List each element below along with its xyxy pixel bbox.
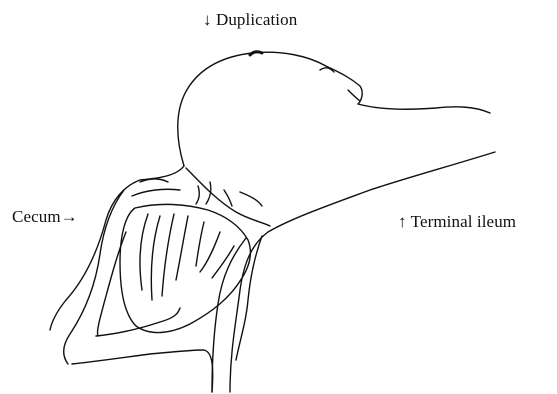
- cyst-neck-left: [50, 166, 184, 330]
- left-contour-outer: [64, 190, 124, 364]
- cecum-fold-3: [162, 214, 174, 296]
- cecum-fold-4: [176, 216, 188, 280]
- ileum-lower-edge: [230, 152, 495, 392]
- ileum-upper-edge: [358, 104, 490, 113]
- neck-fold-3: [196, 186, 199, 204]
- ileum-channel-left: [212, 238, 246, 392]
- left-contour-inner: [97, 232, 126, 336]
- duplication-cyst-outline: [178, 52, 362, 166]
- cecum-fold-6: [200, 232, 220, 272]
- cecum-fold-1: [140, 214, 148, 290]
- bottom-sweep: [72, 350, 213, 392]
- cecum-fold-2: [151, 216, 160, 300]
- neck-fold-4: [206, 182, 211, 204]
- cecum-fold-5: [196, 222, 204, 266]
- cyst-notch-inner: [348, 90, 360, 101]
- neck-fold-6: [240, 192, 262, 206]
- neck-fold-2: [132, 189, 180, 196]
- neck-fold-5: [224, 190, 232, 206]
